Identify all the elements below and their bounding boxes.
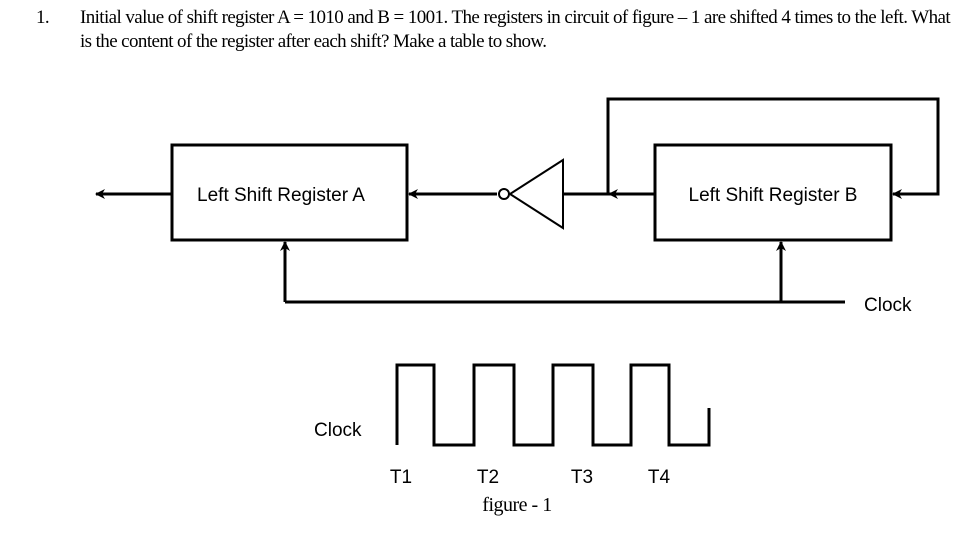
tick-t3: T3 — [571, 467, 593, 488]
tick-t2: T2 — [477, 467, 499, 488]
waveform-label: Clock — [314, 420, 362, 441]
question-text: Initial value of shift register A = 1010… — [80, 7, 951, 52]
figure-caption: figure - 1 — [482, 494, 551, 516]
register-b-label: Left Shift Register B — [689, 185, 858, 206]
inverter — [498, 158, 564, 230]
question-number: 1. — [36, 7, 50, 28]
clock-waveform — [395, 363, 711, 447]
register-a-label: Left Shift Register A — [197, 185, 365, 206]
tick-t4: T4 — [648, 467, 671, 488]
tick-t1: T1 — [390, 467, 412, 488]
clock-label: Clock — [864, 295, 912, 316]
feedback-line — [606, 97, 940, 199]
